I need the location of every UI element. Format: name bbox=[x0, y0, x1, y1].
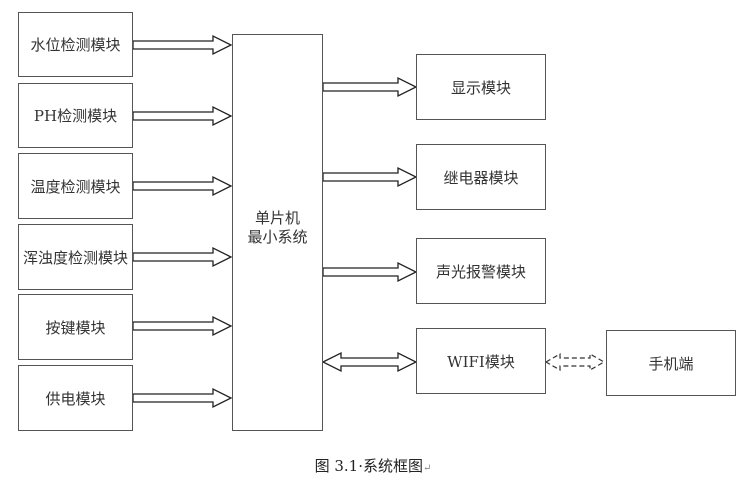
module-label: 按键模块 bbox=[45, 318, 106, 337]
paragraph-mark-icon: ↵ bbox=[423, 463, 432, 474]
input-module-turbidity: 浑浊度检测模块 bbox=[18, 224, 133, 290]
output-module-display: 显示模块 bbox=[416, 54, 546, 120]
arrow-keys bbox=[132, 315, 233, 337]
module-label: 供电模块 bbox=[45, 389, 106, 408]
output-module-alarm: 声光报警模块 bbox=[416, 238, 546, 304]
caption-text: 图 3.1·系统框图 bbox=[314, 457, 423, 475]
input-module-temperature: 温度检测模块 bbox=[18, 153, 133, 219]
arrow-ph bbox=[132, 105, 233, 127]
arrow-relay bbox=[322, 166, 418, 188]
input-module-power: 供电模块 bbox=[18, 365, 133, 431]
mcu-minimum-system: 单片机 最小系统 bbox=[232, 34, 323, 431]
output-module-wifi: WIFI模块 bbox=[416, 328, 546, 394]
remote-phone: 手机端 bbox=[606, 330, 736, 396]
module-label: 声光报警模块 bbox=[435, 262, 526, 281]
mcu-label-line2: 最小系统 bbox=[247, 228, 308, 246]
module-label: 浑浊度检测模块 bbox=[22, 248, 128, 267]
input-module-ph: PH检测模块 bbox=[18, 83, 133, 148]
arrow-display bbox=[322, 76, 418, 98]
module-label: WIFI模块 bbox=[447, 352, 515, 371]
figure-caption: 图 3.1·系统框图↵ bbox=[0, 455, 746, 476]
input-module-keys: 按键模块 bbox=[18, 294, 133, 360]
arrow-water-level bbox=[132, 34, 233, 56]
output-module-relay: 继电器模块 bbox=[416, 144, 546, 210]
module-label: PH检测模块 bbox=[33, 107, 118, 125]
module-label: 显示模块 bbox=[450, 78, 511, 97]
module-label: 继电器模块 bbox=[443, 168, 519, 187]
arrow-power bbox=[132, 387, 233, 409]
arrow-turbidity bbox=[132, 246, 233, 268]
arrow-alarm bbox=[322, 261, 418, 283]
arrow-temperature bbox=[132, 175, 233, 197]
module-label: 温度检测模块 bbox=[30, 177, 121, 196]
arrow-wifi-bidirectional bbox=[321, 351, 418, 373]
module-label: 水位检测模块 bbox=[30, 36, 121, 54]
module-label: 手机端 bbox=[648, 354, 694, 373]
mcu-label-line1: 单片机 bbox=[254, 209, 300, 227]
input-module-water-level: 水位检测模块 bbox=[18, 12, 133, 77]
arrow-wifi-phone-dashed bbox=[544, 352, 606, 372]
